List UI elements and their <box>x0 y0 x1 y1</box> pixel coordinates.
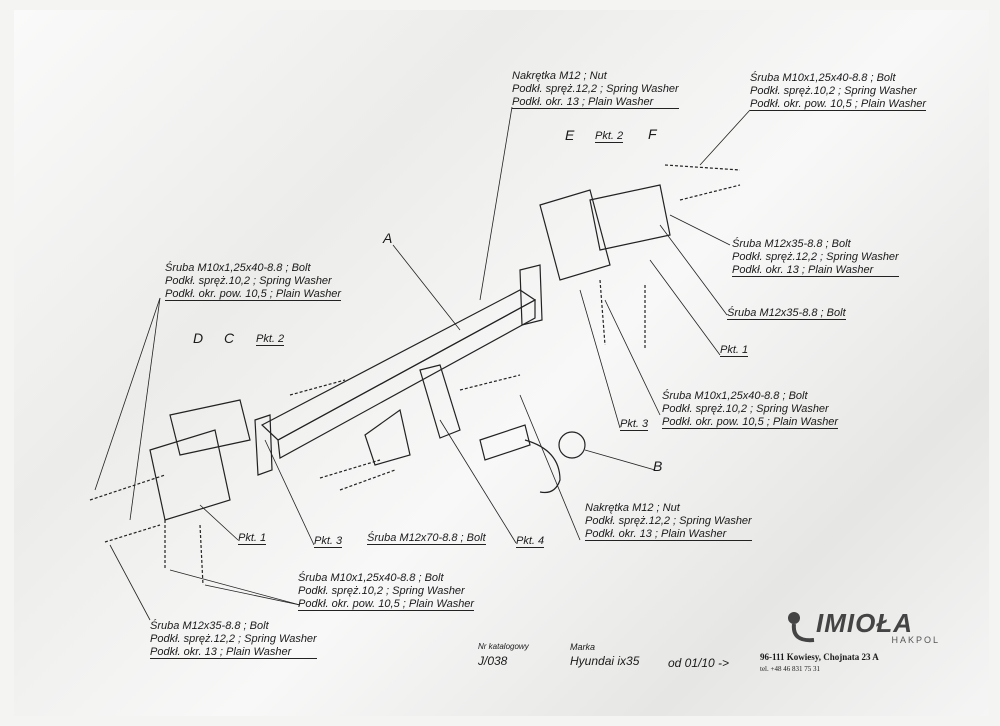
label-right-bolt12-single: Śruba M12x35-8.8 ; Bolt <box>727 307 846 320</box>
label-line: Podkł. okr. 13 ; Plain Washer <box>585 528 752 541</box>
paper-sheet <box>14 10 989 716</box>
letter-b: B <box>653 458 663 474</box>
neck-b <box>364 364 586 494</box>
label-line: Podkł. okr. 13 ; Plain Washer <box>150 646 317 659</box>
leader-lines <box>94 106 751 621</box>
label-line: Podkł. spręż.10,2 ; Spring Washer <box>165 275 332 287</box>
label-line: Podkł. spręż.10,2 ; Spring Washer <box>298 585 465 597</box>
pkt1-right: Pkt. 1 <box>720 344 749 357</box>
label-line: Śruba M12x35-8.8 ; Bolt <box>732 238 851 250</box>
crossbeam-a <box>254 264 543 476</box>
label-line: Podkł. spręż.12,2 ; Spring Washer <box>585 515 752 527</box>
catalog-label: Nr katalogowy <box>478 642 529 651</box>
label-line: Podkł. spręż.12,2 ; Spring Washer <box>732 251 899 263</box>
label-line: Nakrętka M12 ; Nut <box>585 502 680 514</box>
label-line: Śruba M10x1,25x40-8.8 ; Bolt <box>750 72 896 84</box>
label-line: Śruba M10x1,25x40-8.8 ; Bolt <box>165 262 311 274</box>
label-line: Podkł. spręż.10,2 ; Spring Washer <box>662 403 829 415</box>
letter-a: A <box>383 230 393 246</box>
label-line: Podkł. okr. pow. 10,5 ; Plain Washer <box>662 416 839 429</box>
bracket-d-c <box>149 399 251 521</box>
letter-e: E <box>565 127 575 143</box>
label-bolt70: Śruba M12x70-8.8 ; Bolt <box>367 532 486 545</box>
label-line: Śruba M10x1,25x40-8.8 ; Bolt <box>298 572 444 584</box>
date-range: od 01/10 -> <box>668 656 730 670</box>
label-line: Podkł. okr. 13 ; Plain Washer <box>512 96 679 109</box>
label-line: Podkł. okr. pow. 10,5 ; Plain Washer <box>750 98 927 111</box>
label-line: Podkł. okr. pow. 10,5 ; Plain Washer <box>165 288 342 301</box>
label-line: Śruba M10x1,25x40-8.8 ; Bolt <box>662 390 808 402</box>
label-line: Śruba M12x35-8.8 ; Bolt <box>727 307 846 320</box>
pkt3-left: Pkt. 3 <box>314 535 343 548</box>
bolts <box>89 164 741 586</box>
brand-label: Marka <box>570 642 596 652</box>
pkt1-left: Pkt. 1 <box>238 532 267 545</box>
label-line: Śruba M12x35-8.8 ; Bolt <box>150 620 269 632</box>
pkt2-left: Pkt. 2 <box>256 333 285 346</box>
company-phone: tel. +48 46 831 75 31 <box>760 665 820 673</box>
letter-c: C <box>224 330 235 346</box>
company-logo: IMIOŁA HAKPOL <box>788 608 940 645</box>
hook-logo-icon <box>788 612 815 643</box>
pkt2-top: Pkt. 2 <box>595 130 624 143</box>
label-line: Podkł. spręż.12,2 ; Spring Washer <box>150 633 317 645</box>
catalog-value: J/038 <box>478 654 508 668</box>
label-line: Nakrętka M12 ; Nut <box>512 70 607 82</box>
label-line: Podkł. okr. pow. 10,5 ; Plain Washer <box>298 598 475 611</box>
company-address: 96-111 Kowiesy, Chojnata 23 A <box>760 652 879 662</box>
letter-f: F <box>648 126 657 142</box>
brand-value: Hyundai ix35 <box>570 654 640 668</box>
label-line: Podkł. spręż.12,2 ; Spring Washer <box>512 83 679 95</box>
letter-d: D <box>193 330 204 346</box>
bracket-e-f <box>539 184 671 281</box>
label-line: Podkł. okr. 13 ; Plain Washer <box>732 264 899 277</box>
label-line: Podkł. spręż.10,2 ; Spring Washer <box>750 85 917 97</box>
pkt3-right: Pkt. 3 <box>620 418 649 431</box>
company-name: IMIOŁA <box>816 608 913 638</box>
company-sub: HAKPOL <box>891 635 940 645</box>
pkt4: Pkt. 4 <box>516 535 545 548</box>
